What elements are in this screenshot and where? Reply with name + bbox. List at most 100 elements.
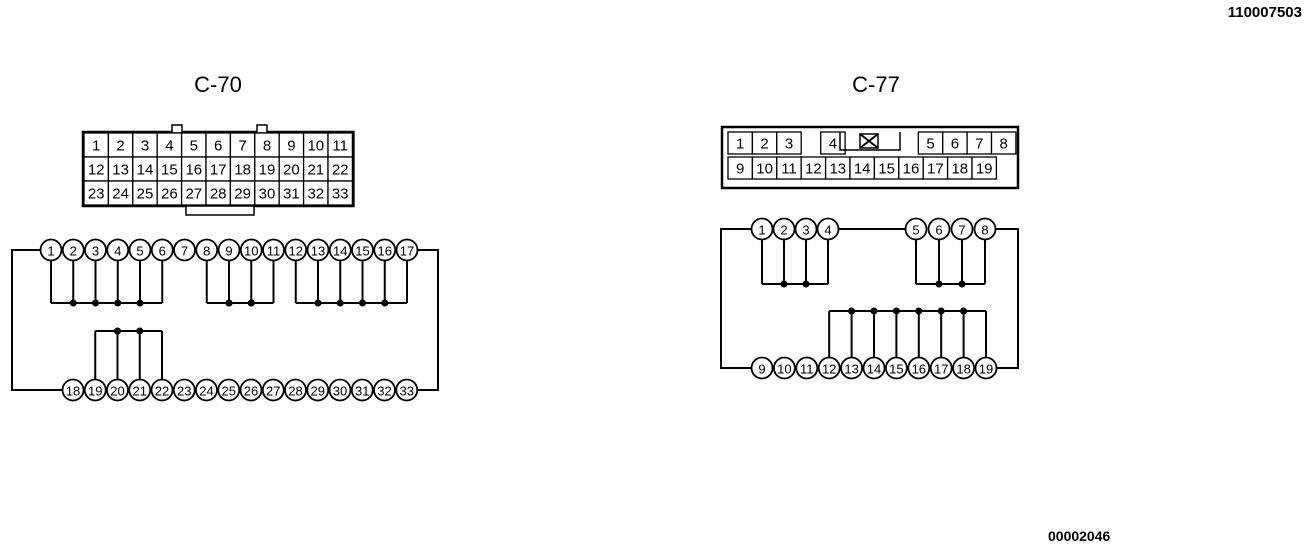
cavity-label: 16 [903,161,920,178]
pin-circle [195,378,218,402]
pin-label: 3 [92,244,99,259]
cavity-label: 3 [141,138,149,155]
pin-label: 1 [758,223,765,238]
pin-circle [950,217,974,241]
cavity-label: 2 [116,138,124,155]
pin-circle [262,238,285,262]
pin-circle [61,238,85,262]
pin-circle [128,378,152,402]
pin-circle [773,356,796,380]
cavity-label: 15 [161,162,178,179]
junction-dot [359,299,366,307]
cavity-label: 5 [190,138,198,155]
cavity-label: 8 [263,138,271,155]
pin-circle [217,238,241,262]
cavity-label: 12 [88,162,105,179]
latch-left [171,124,183,134]
cavity [180,132,207,158]
junction-dot [92,299,99,307]
pin-label: 8 [981,223,988,238]
pin-label: 4 [114,244,121,259]
pin-label: 16 [378,244,392,259]
cavity [107,132,134,158]
pin-circle [328,238,352,262]
junction-dot [937,307,945,315]
junction-dot [136,299,144,307]
cavity [302,180,329,206]
cavity-label: 1 [736,136,744,153]
pin-label: 16 [912,362,926,377]
cavity-label: 16 [185,162,202,179]
pin-label: 27 [266,384,280,399]
junction-dot [958,280,966,288]
latch-right [256,124,268,134]
junction-dot [802,280,810,288]
pin-circle [929,356,953,380]
pin-label: 2 [70,244,77,259]
cavity-label: 33 [332,186,349,203]
pin-label: 9 [225,244,232,259]
cavity-label: 14 [137,162,154,179]
pin-circle [904,217,928,241]
pin-circle [395,378,419,402]
cavity-label: 32 [307,186,324,203]
cavity-label: 13 [112,162,129,179]
cavity-label: 7 [238,138,246,155]
cavity-label: 11 [332,138,348,155]
junction-dot [780,280,788,288]
pin-circle [217,378,241,402]
cavity-label: 23 [88,186,105,203]
junction-dot [69,299,77,307]
cavity-label: 19 [259,162,276,179]
key-tab [185,205,255,216]
pin-circle [350,378,374,402]
pin-label: 30 [333,384,347,399]
pin-circle [973,217,997,241]
pin-label: 31 [355,384,369,399]
cavity [971,156,998,180]
junction-dot [336,299,344,307]
pin-label: 5 [136,244,143,259]
junction-dot [848,307,856,315]
blank-recess [839,132,901,151]
cavity-label: 2 [760,136,768,153]
cavity [820,131,846,155]
pin-circle [373,238,397,262]
cavity-label: 28 [210,186,227,203]
cavity-label: 31 [283,186,300,203]
cavity [327,132,354,158]
pin-label: 20 [110,384,124,399]
cavity-label: 5 [926,136,934,153]
cavity-label: 21 [307,162,324,179]
outer-loop-left [11,249,73,391]
pin-circle [306,378,330,402]
junction-dot [915,307,923,315]
cavity-label: 4 [829,136,837,153]
cavity [132,180,158,206]
junction-dot [114,327,121,335]
pin-circle [974,356,998,380]
pin-circle [173,238,196,262]
pin-label: 6 [935,223,942,238]
cavity-label: 4 [165,138,173,155]
pin-label: 7 [958,223,965,238]
cavity-label: 27 [185,186,202,203]
pin-label: 32 [377,384,391,399]
junction-dot [314,299,322,307]
cavity [254,132,280,158]
cavity-label: 25 [137,186,154,203]
cavity [229,156,256,182]
pin-label: 6 [159,244,166,259]
pin-label: 8 [203,244,210,259]
pin-circle [750,217,774,241]
pin-circle [351,238,374,262]
pin-label: 3 [802,223,809,238]
pin-circle [239,238,263,262]
cavity-label: 12 [805,161,822,178]
outer-loop-right [985,228,1019,369]
junction-dot [247,299,255,307]
cavity [302,156,329,182]
cavity [990,131,1017,155]
